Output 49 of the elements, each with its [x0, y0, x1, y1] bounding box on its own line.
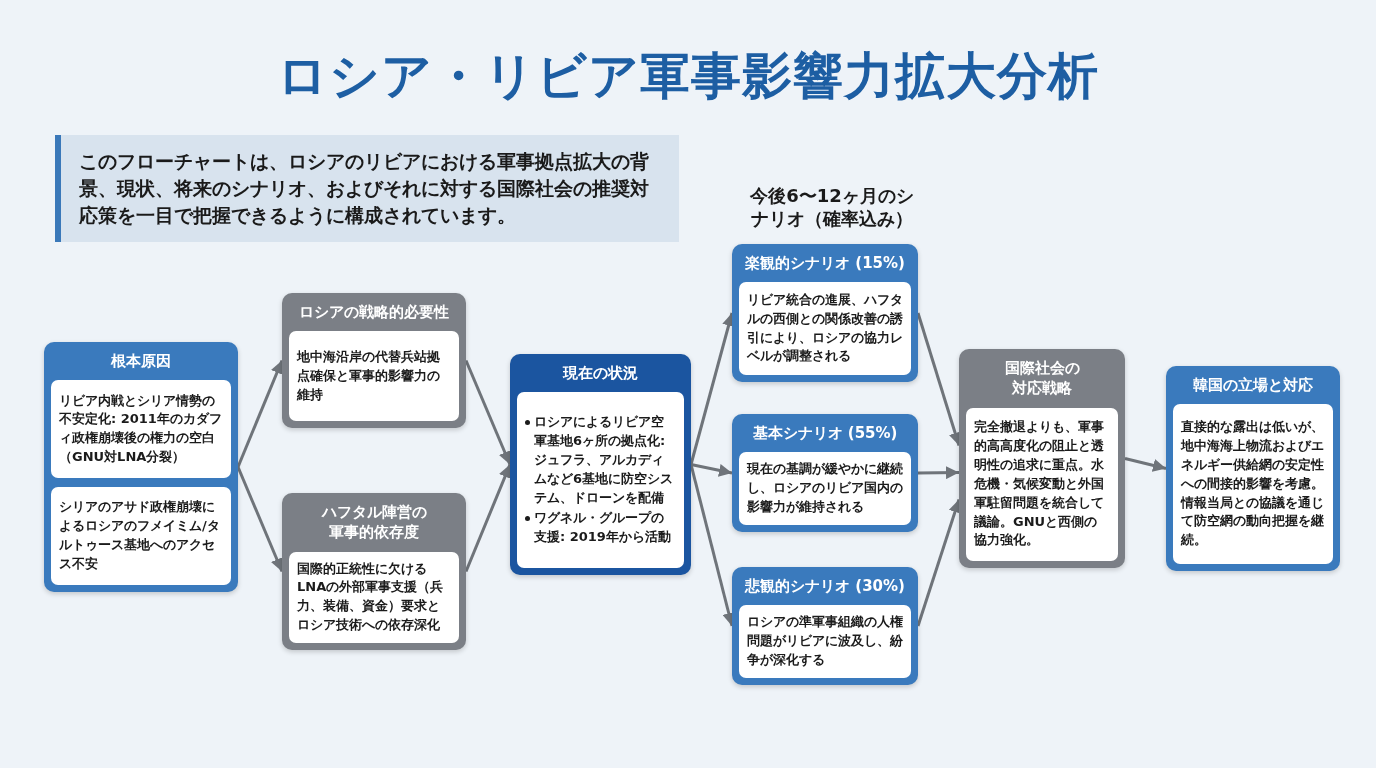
card-text: 直接的な露出は低いが、地中海海上物流およびエネルギー供給網の安定性への間接的影響を考慮。情報当局との協議を通じて防空網の動向把握を継続。: [1181, 418, 1325, 550]
category-card: [510, 354, 691, 575]
intro-note: このフローチャートは、ロシアのリビアにおける軍事拠点拡大の背景、現状、将来のシナリオ、およびそれに対する国際社会の推奨対応策を一目で把握できるように構成されています。: [55, 135, 679, 242]
card-heading: 現在の状況: [563, 363, 638, 384]
card-text: 国際的正統性に欠けるLNAの外部軍事支援（兵力、装備、資金）要求とロシア技術への依存深化: [297, 559, 445, 635]
card-text: ロシアの準軍事組織の人権問題がリビアに波及し、紛争が深化する: [747, 613, 903, 670]
card-heading: ハフタル陣営の軍事的依存度: [320, 502, 428, 543]
card-text: 現在の基調が緩やかに継続し、ロシアのリビア国内の影響力が維持される: [747, 460, 903, 517]
card-heading: 楽観的シナリオ (15%): [745, 253, 905, 274]
arrow: [917, 466, 960, 480]
card-text: 完全撤退よりも、軍事的高高度化の阻止と透明性の追求に重点。水危機・気候変動と外国軍駐留問題を統合して議論。GNUと西側の協力強化。: [974, 418, 1105, 550]
category-card: [732, 244, 918, 382]
content-panel: [517, 392, 684, 568]
content-panel: [739, 282, 911, 375]
card-heading: 国際社会の対応戦略: [1003, 358, 1081, 399]
content-panel: [289, 331, 459, 421]
card-heading: 悲観的シナリオ (30%): [745, 576, 905, 597]
content-panel: [739, 452, 911, 525]
arrow: [236, 359, 284, 468]
list-item-text: ワグネル・グループの支援: 2019年から活動: [534, 509, 672, 547]
category-card: [732, 414, 918, 532]
category-card: [44, 342, 238, 592]
content-panel: [51, 380, 231, 479]
card-heading: 基本シナリオ (55%): [752, 423, 898, 444]
content-panel: [289, 551, 459, 643]
section-heading: 今後6〜12ヶ月のシナリオ（確率込み）: [749, 185, 915, 230]
diagram-title: ロシア・リビア軍事影響力拡大分析: [277, 46, 1099, 106]
category-card: [959, 349, 1125, 568]
arrow: [1124, 457, 1167, 472]
card-text: リビア内戦とシリア情勢の不安定化: 2011年のカダフィ政権崩壊後の権力の空白（GNU対LNA分裂）: [59, 391, 223, 467]
card-text: リビア統合の進展、ハフタルの西側との関係改善の誘引により、ロシアの協力レベルが調整される: [747, 290, 903, 366]
category-card: [282, 493, 466, 650]
arrow: [464, 359, 512, 466]
arrow: [690, 463, 733, 477]
card-heading: ロシアの戦略的必要性: [299, 302, 449, 323]
arrow: [464, 463, 512, 573]
category-card: [732, 567, 918, 685]
arrow: [236, 466, 284, 573]
category-card: [282, 293, 466, 428]
category-card: [1166, 366, 1340, 571]
card-text: 地中海沿岸の代替兵站拠点確保と軍事的影響力の維持: [297, 347, 441, 404]
content-panel: [1173, 404, 1333, 564]
card-heading: 根本原因: [111, 351, 171, 372]
content-panel: [51, 487, 231, 585]
content-panel: [739, 605, 911, 678]
card-text: シリアのアサド政権崩壊によるロシアのフメイミム/タルトゥース基地へのアクセス不安: [59, 498, 221, 573]
list-item-text: ロシアによるリビア空軍基地6ヶ所の拠点化: ジュフラ、アルカディムなど6基地に防空システム、ドローンを配備: [534, 413, 675, 507]
card-heading: 韓国の立場と対応: [1193, 375, 1313, 396]
content-panel: [966, 407, 1118, 561]
